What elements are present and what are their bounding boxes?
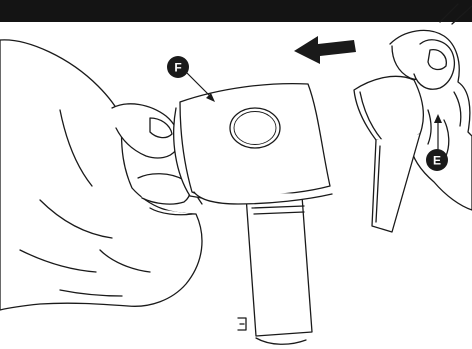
- pull-tab: [353, 75, 425, 233]
- callout-f-label: F: [174, 61, 181, 75]
- callout-f-badge: [167, 56, 189, 78]
- callout-f: F: [167, 56, 215, 102]
- direction-arrow-icon: [294, 36, 356, 64]
- device-module: [173, 83, 333, 205]
- callout-e: E: [426, 114, 448, 171]
- callout-e-badge: [426, 149, 448, 171]
- top-band: [0, 0, 472, 22]
- left-hand: [0, 39, 203, 311]
- callout-e-label: E: [433, 154, 441, 168]
- right-hand: [389, 3, 472, 211]
- callout-f-leader: [186, 72, 213, 99]
- callout-f-arrowhead: [206, 93, 215, 102]
- callout-e-arrowhead: [434, 114, 442, 123]
- strap: [237, 195, 313, 345]
